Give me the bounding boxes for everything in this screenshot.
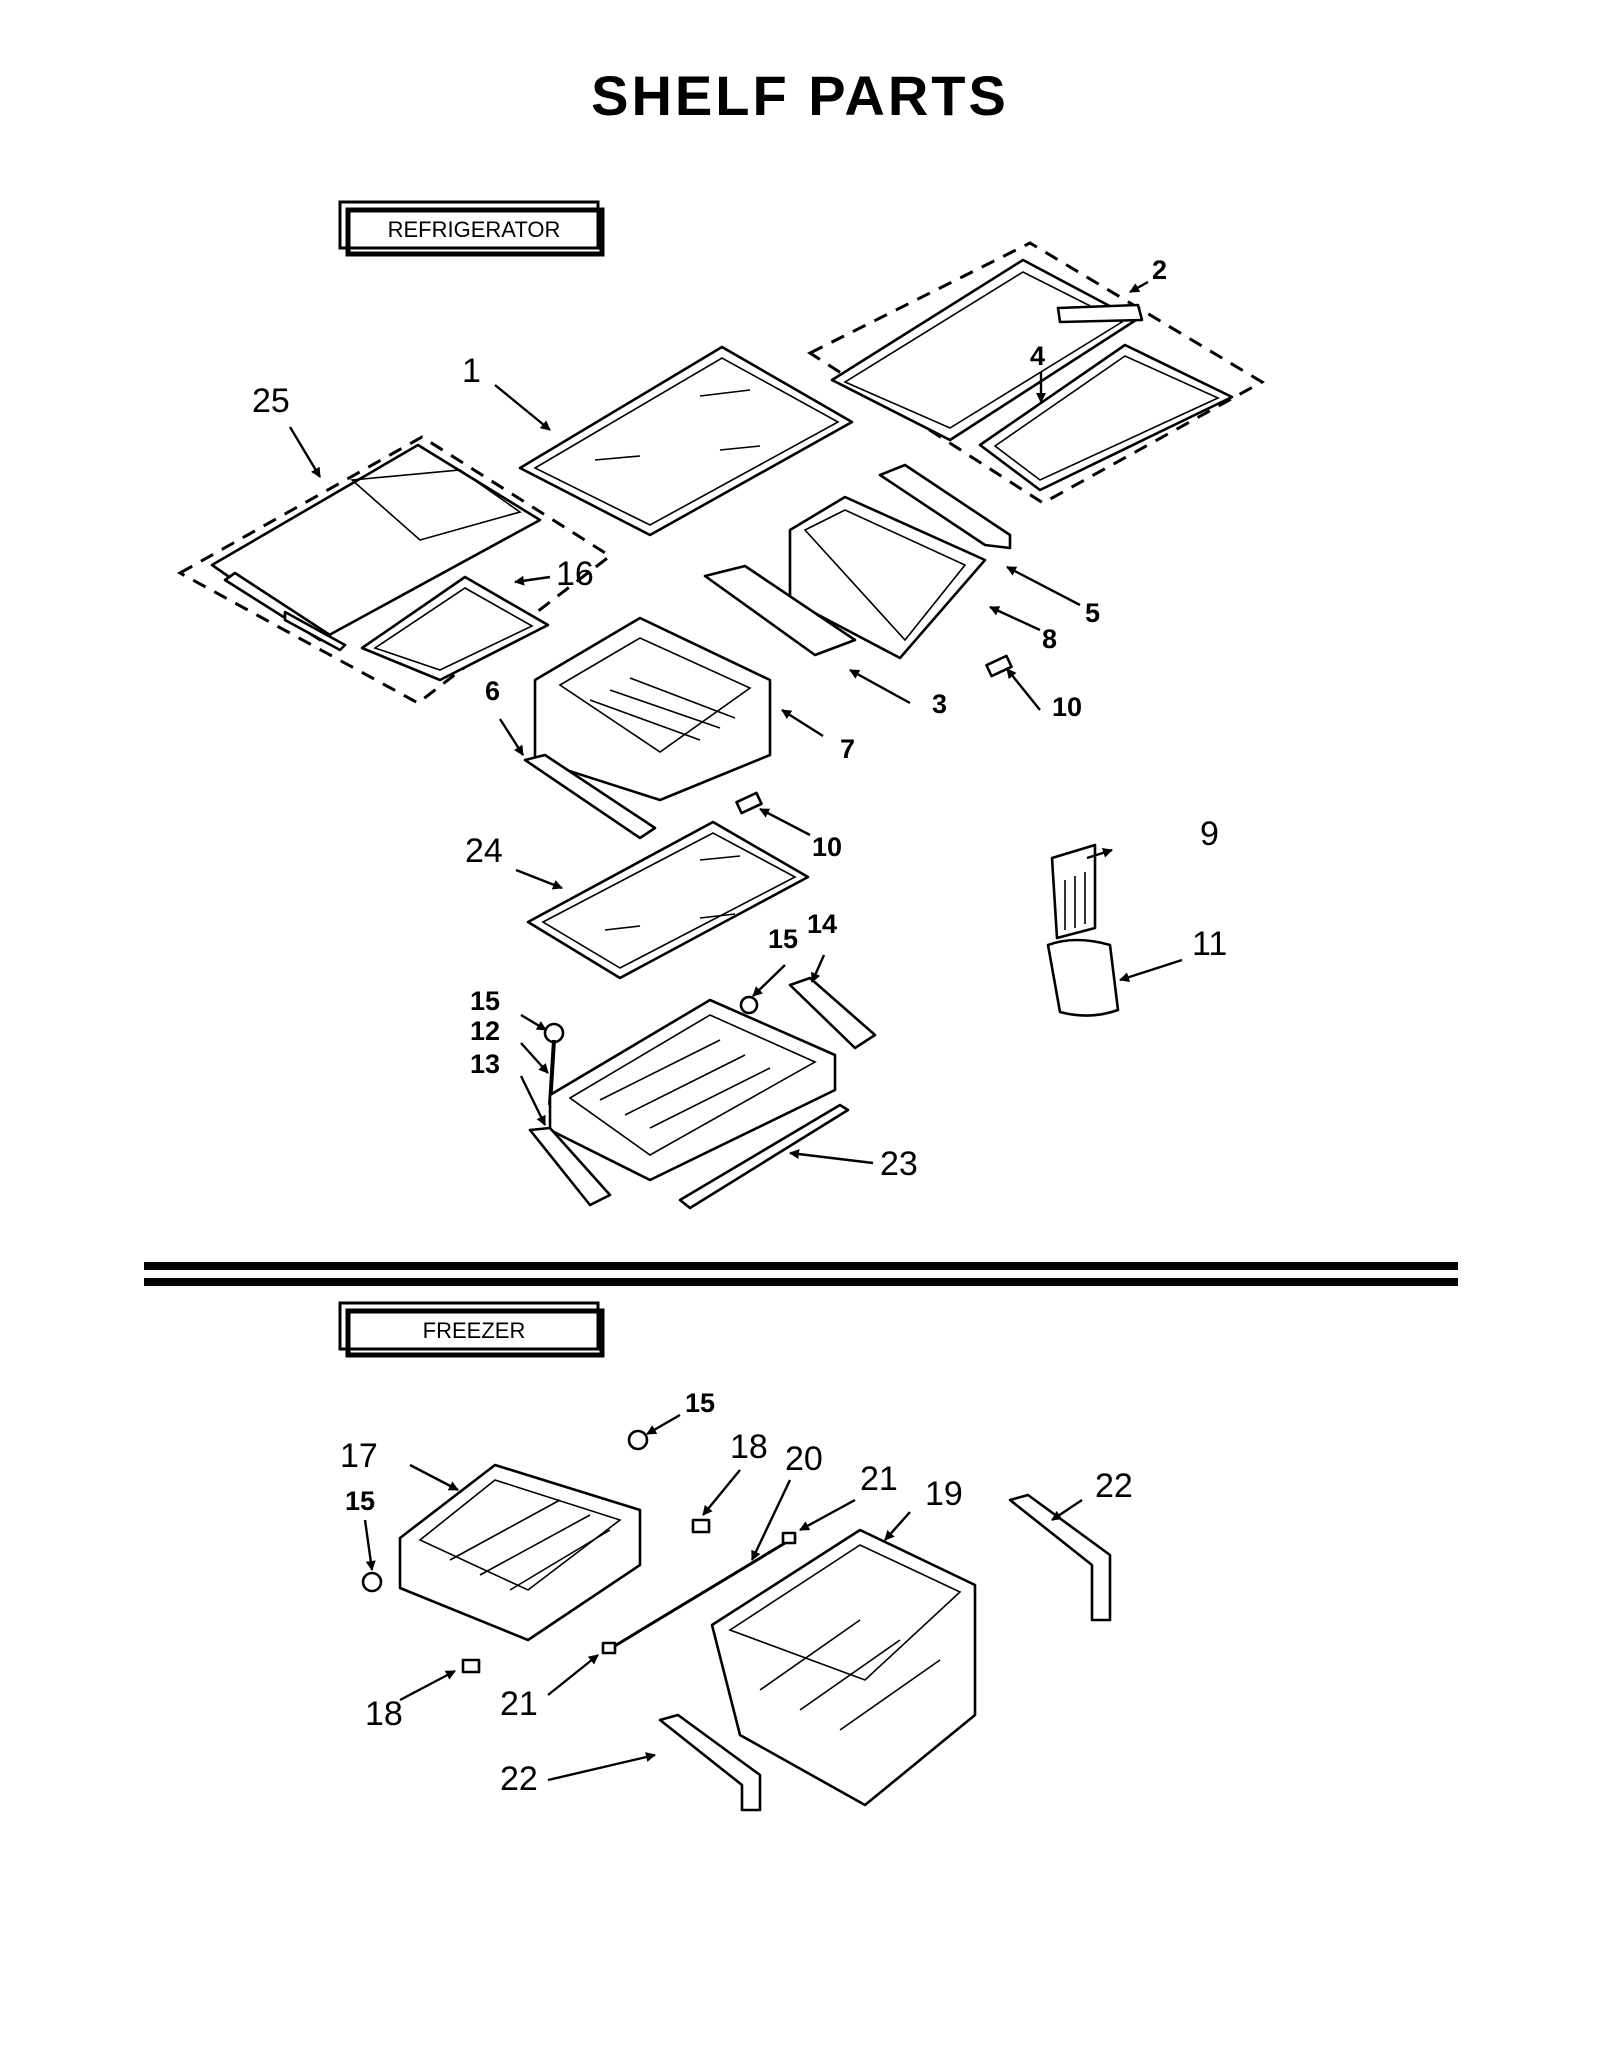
callout-f22b: 22: [500, 1760, 538, 1798]
rail-6: [523, 753, 657, 840]
glass-shelf-24: [526, 820, 810, 980]
bushing-18b: [461, 1658, 481, 1674]
refrigerator-section-label: REFRIGERATOR: [338, 200, 605, 257]
callout-f18a: 18: [730, 1428, 768, 1466]
callout-14: 14: [807, 909, 837, 939]
roller-15-freezer-b: [361, 1571, 383, 1593]
callout-9: 9: [1200, 815, 1219, 853]
bushing-18a: [691, 1518, 711, 1534]
filter-housing-11: [1046, 938, 1120, 1017]
clip-10a: [985, 654, 1013, 678]
roller-15a: [543, 1022, 565, 1044]
section-divider: [144, 1262, 1458, 1286]
slide-14: [788, 976, 877, 1050]
shelf-assembly-25: [176, 435, 613, 705]
shelf-assembly-2: [806, 241, 1266, 505]
callout-2: 2: [1152, 255, 1167, 285]
callout-f18b: 18: [365, 1695, 403, 1733]
shelf-insert-16: [360, 575, 550, 682]
callout-25: 25: [252, 382, 290, 420]
callout-1: 1: [462, 352, 481, 390]
page-title: SHELF PARTS: [591, 64, 1009, 127]
callout-23: 23: [880, 1145, 918, 1183]
callout-f15b: 15: [345, 1486, 375, 1516]
clip-10b: [735, 791, 763, 815]
svg-text:FREEZER: FREEZER: [423, 1318, 526, 1343]
callout-11: 11: [1192, 925, 1227, 963]
callout-f15a: 15: [685, 1388, 715, 1418]
callout-f19: 19: [925, 1475, 963, 1513]
glass-shelf-4: [978, 343, 1234, 492]
callout-13: 13: [470, 1049, 500, 1079]
callout-15b: 15: [768, 924, 798, 954]
cover-3: [703, 564, 857, 657]
rail-5: [878, 463, 1012, 550]
roller-15b: [739, 995, 759, 1015]
callout-6: 6: [485, 676, 500, 706]
callout-f20: 20: [785, 1440, 823, 1478]
crisper-drawer-8: [788, 495, 987, 660]
callout-f21a: 21: [860, 1460, 898, 1498]
callout-12: 12: [470, 1016, 500, 1046]
trim-23: [678, 1103, 850, 1210]
svg-text:REFRIGERATOR: REFRIGERATOR: [388, 217, 561, 242]
roller-15-freezer-a: [627, 1429, 649, 1451]
callout-f22a: 22: [1095, 1467, 1133, 1505]
callout-5: 5: [1085, 598, 1100, 628]
freezer-leaders: [363, 1413, 1083, 1782]
deli-drawer: [548, 998, 837, 1182]
callout-16: 16: [556, 555, 594, 593]
cap-21a: [781, 1531, 797, 1545]
callout-10a: 10: [1052, 692, 1082, 722]
callout-8: 8: [1042, 624, 1057, 654]
callout-3: 3: [932, 689, 947, 719]
slide-22b: [658, 1713, 762, 1812]
cap-21b: [601, 1641, 617, 1655]
callout-10b: 10: [812, 832, 842, 862]
bracket-13: [528, 1126, 612, 1207]
freezer-section-label: FREEZER: [338, 1301, 605, 1358]
refrigerator-leaders: [288, 280, 1183, 1165]
callout-f21b: 21: [500, 1685, 538, 1723]
glass-shelf-1: [518, 345, 854, 537]
callout-15a: 15: [470, 986, 500, 1016]
callout-24: 24: [465, 832, 503, 870]
callout-f17: 17: [340, 1437, 378, 1475]
freezer-basket-17: [398, 1463, 642, 1642]
callout-7: 7: [840, 734, 855, 764]
callout-4: 4: [1030, 341, 1045, 371]
freezer-basket-19: [710, 1528, 977, 1807]
air-filter-9: [1050, 843, 1097, 940]
